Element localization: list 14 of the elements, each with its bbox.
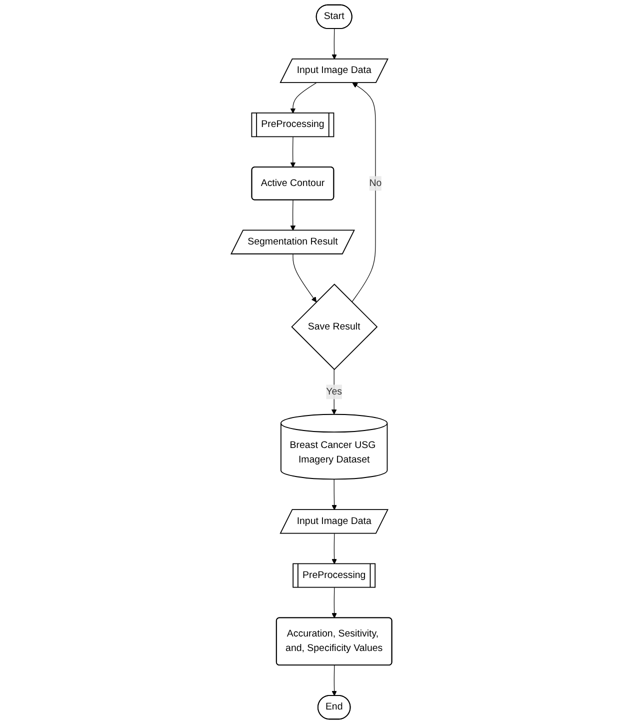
arrow [332, 28, 337, 60]
arrow [352, 82, 376, 302]
arrow [332, 587, 337, 618]
edge-label: Yes [326, 386, 342, 397]
arrow [290, 82, 317, 114]
arrow [290, 200, 296, 231]
arrow [292, 254, 317, 302]
arrow [332, 665, 337, 696]
arrow [332, 478, 337, 510]
arrow [331, 369, 337, 415]
node-diamond: Save Result [291, 284, 378, 370]
edge-label: No [369, 178, 382, 188]
arrow [290, 136, 296, 168]
arrow [332, 533, 337, 564]
